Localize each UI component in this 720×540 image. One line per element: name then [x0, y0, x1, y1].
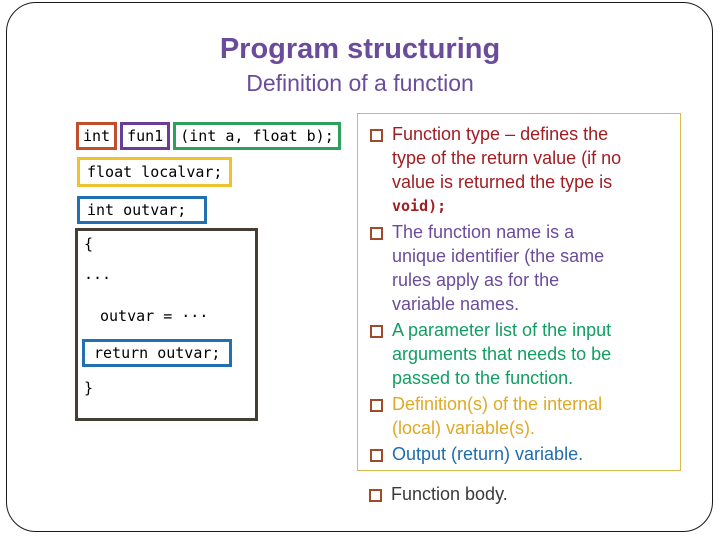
- bullet-line: variable names.: [392, 294, 520, 314]
- body-open-brace: {: [84, 235, 94, 253]
- bullet-text: Output (return) variable.: [392, 442, 583, 466]
- bullet-text: Definition(s) of the internal (local) va…: [392, 392, 602, 440]
- parameter-list-box: (int a, float b);: [173, 122, 341, 150]
- bullet-line: Function body.: [391, 484, 508, 504]
- page-subtitle: Definition of a function: [246, 70, 474, 96]
- bullet-square-icon: [370, 227, 383, 240]
- bullet-line-code: void);: [392, 197, 447, 215]
- bullet-line: (local) variable(s).: [392, 418, 536, 438]
- code-diagram: int fun1 (int a, float b); float localva…: [75, 122, 341, 422]
- list-item: The function name is a unique identifier…: [370, 220, 678, 316]
- bullet-line: type of the return value (if no: [392, 148, 622, 168]
- function-name-box: fun1: [120, 122, 171, 150]
- list-item: Output (return) variable.: [370, 442, 678, 466]
- bullet-square-icon: [370, 129, 383, 142]
- list-item: Function body.: [369, 482, 508, 506]
- bullet-text: A parameter list of the input arguments …: [392, 318, 611, 390]
- function-body-box: { ··· outvar = ··· return outvar; }: [75, 228, 258, 421]
- list-item: Function type – defines the type of the …: [370, 122, 678, 218]
- bullet-line: A parameter list of the input: [392, 320, 612, 340]
- output-variable-box: int outvar;: [77, 196, 207, 224]
- slide-header: Program structuring Definition of a func…: [0, 33, 720, 97]
- return-statement-box: return outvar;: [82, 339, 233, 367]
- bullet-line: unique identifier (the same: [392, 246, 605, 266]
- body-assignment: outvar = ···: [100, 307, 209, 325]
- bullet-line: The function name is a: [392, 222, 575, 242]
- list-item: A parameter list of the input arguments …: [370, 318, 678, 390]
- bullet-square-icon: [370, 449, 383, 462]
- bullet-text: The function name is a unique identifier…: [392, 220, 604, 316]
- bullet-line: passed to the function.: [392, 368, 574, 388]
- notes-panel: Function type – defines the type of the …: [357, 113, 681, 471]
- body-ellipsis: ···: [84, 269, 112, 287]
- function-signature-row: int fun1 (int a, float b);: [76, 122, 341, 150]
- bullet-text: Function body.: [391, 482, 508, 506]
- bullet-line: Output (return) variable.: [392, 444, 584, 464]
- bullet-line: Definition(s) of the internal: [392, 394, 603, 414]
- bullet-square-icon: [370, 325, 383, 338]
- return-type-box: int: [76, 122, 118, 150]
- bullet-square-icon: [369, 489, 382, 502]
- bullet-square-icon: [370, 399, 383, 412]
- list-item: Definition(s) of the internal (local) va…: [370, 392, 678, 440]
- bullet-line: Function type – defines the: [392, 124, 609, 144]
- bullet-line: arguments that needs to be: [392, 344, 612, 364]
- page-title: Program structuring: [219, 33, 501, 65]
- body-close-brace: }: [84, 379, 94, 397]
- bullet-text: Function type – defines the type of the …: [392, 122, 621, 218]
- local-variable-box: float localvar;: [77, 157, 233, 187]
- bullet-line: value is returned the type is: [392, 172, 613, 192]
- bullet-line: rules apply as for the: [392, 270, 560, 290]
